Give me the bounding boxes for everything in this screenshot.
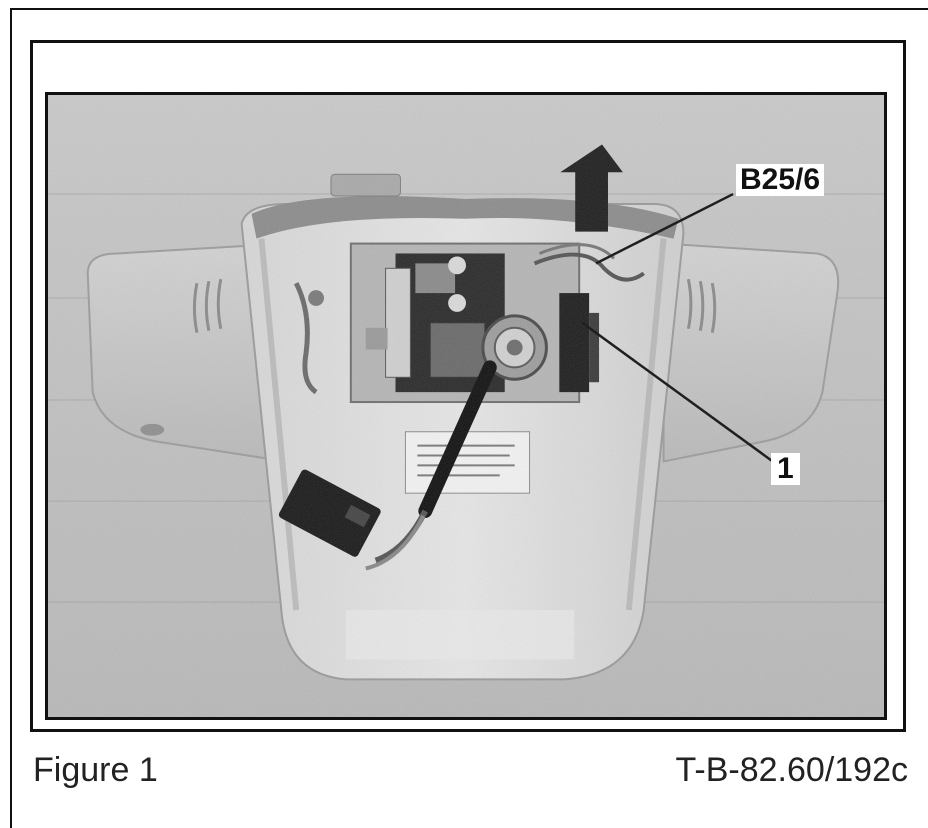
figure-caption: Figure 1: [33, 751, 158, 789]
page-frame: [10, 8, 928, 828]
interior-light-assembly-photo: [48, 95, 884, 717]
callout-label-1: 1: [771, 453, 800, 485]
component-photo: [45, 92, 887, 720]
callout-label-b25-6: B25/6: [736, 164, 825, 196]
figure-reference-code: T-B-82.60/192c: [675, 751, 908, 789]
